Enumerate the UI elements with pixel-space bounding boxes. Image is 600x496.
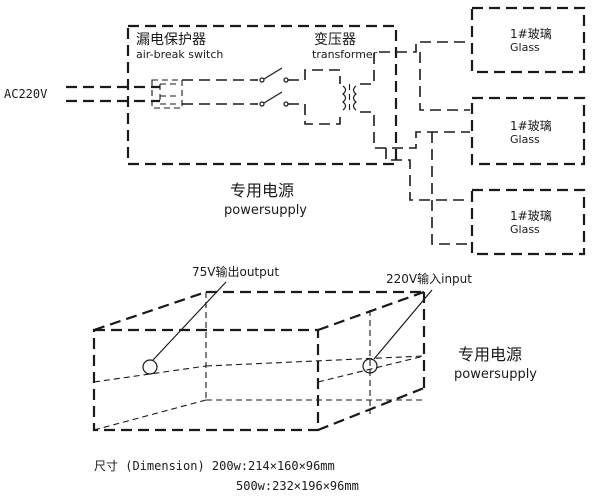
input-leader [373, 289, 433, 360]
output-label: 75V输出output [192, 264, 279, 279]
transformer-label-cn: 变压器 [314, 32, 356, 48]
ac-input-label: AC220V [4, 87, 47, 101]
glass-box-2 [470, 96, 586, 166]
glass-box-3 [470, 188, 586, 256]
input-port [362, 358, 378, 374]
breaker-label-cn: 漏电保护器 [136, 32, 206, 48]
power-supply-label-en: powersupply [224, 203, 307, 218]
glass-3-label-en: Glass [510, 223, 540, 236]
input-label: 220V输入input [386, 271, 472, 286]
glass-1-label-cn: 1#玻璃 [510, 27, 552, 41]
power-supply-box [92, 290, 426, 432]
output-port [142, 359, 158, 375]
breaker-symbol [151, 79, 183, 109]
box-power-supply-label-en: powersupply [454, 367, 537, 382]
glass-2-label-cn: 1#玻璃 [510, 119, 552, 133]
glass-3-label-cn: 1#玻璃 [510, 209, 552, 223]
transformer-wires [288, 69, 341, 125]
glass-2-label-en: Glass [510, 133, 540, 146]
output-leader [152, 281, 227, 361]
switch-symbol [259, 67, 289, 107]
transformer-label-en: transformer [312, 48, 378, 61]
ac-input-lines [66, 85, 160, 103]
glass-box-1 [470, 6, 586, 74]
breaker-label-en: air-break switch [136, 48, 223, 61]
box-power-supply-label-cn: 专用电源 [458, 345, 522, 364]
transformer-symbol [342, 84, 357, 112]
dimension-line-1: 尺寸 (Dimension) 200w:214×160×96mm [94, 459, 335, 473]
power-supply-label-cn: 专用电源 [230, 181, 294, 200]
glass-1-label-en: Glass [510, 41, 540, 54]
dimension-line-2: 500w:232×196×96mm [236, 479, 359, 493]
switch-wires [182, 79, 258, 105]
output-wires [360, 41, 470, 245]
